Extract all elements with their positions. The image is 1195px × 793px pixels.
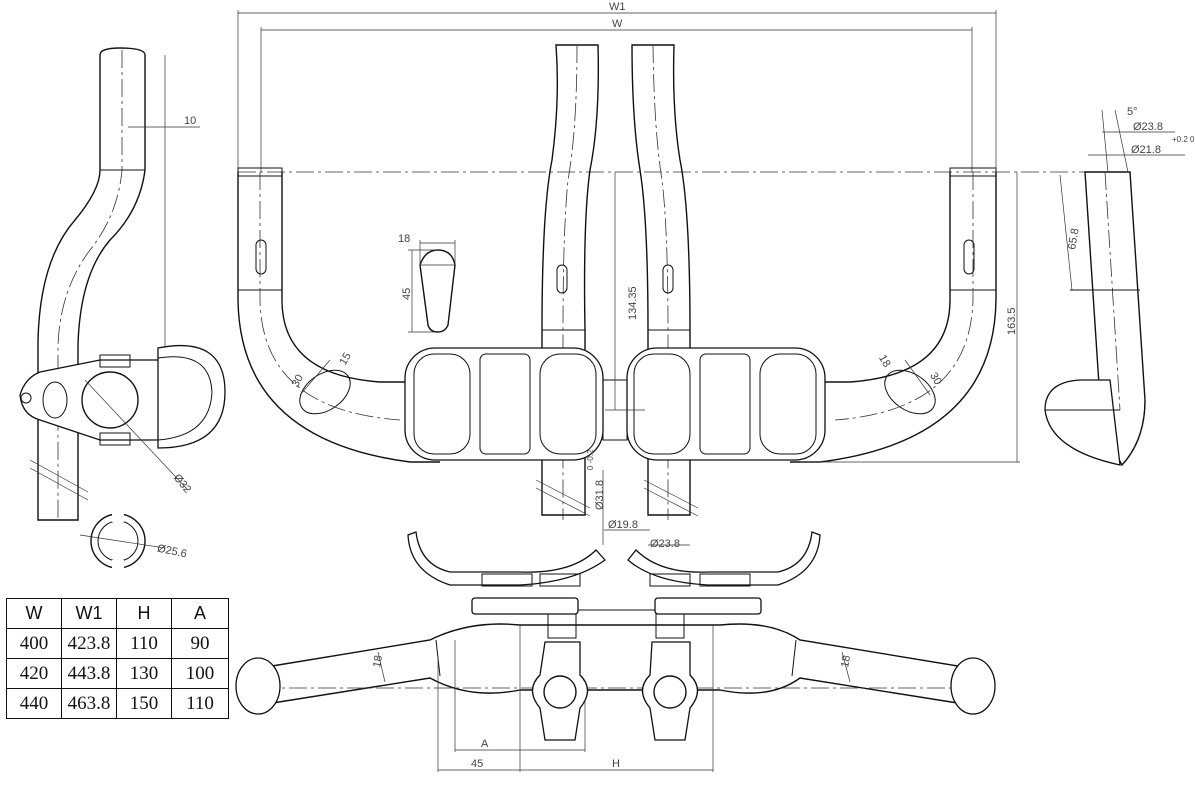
dim-19-8: Ø19.8: [608, 519, 638, 531]
dim-25-6: Ø25.6: [156, 543, 188, 561]
dim-21-8: Ø21.8: [1131, 144, 1161, 156]
tube-profile-insert: 18 45: [398, 233, 456, 333]
dim-134: 134.35: [627, 286, 639, 320]
cell-a: 90: [171, 628, 229, 659]
dim-45-insert: 45: [401, 288, 413, 300]
cell-w: 420: [6, 658, 62, 689]
cell-a: 100: [171, 658, 229, 689]
dim-w1-label: W1: [609, 1, 626, 13]
col-header-h: H: [116, 598, 172, 629]
dim-45-bottom: 45: [471, 758, 483, 770]
dim-15: 15: [337, 351, 354, 368]
cell-h: 150: [116, 688, 172, 719]
cell-h: 130: [116, 658, 172, 689]
cell-w1: 463.8: [61, 688, 117, 719]
dim-23-8-right: Ø23.8: [1133, 121, 1163, 133]
cell-w1: 443.8: [61, 658, 117, 689]
dim-10: 10: [184, 115, 196, 127]
table-row: 440 463.8 150 110: [6, 688, 229, 719]
size-spec-table: W W1 H A 400 423.8 110 90 420 443.8 130 …: [6, 598, 229, 719]
cell-w: 400: [6, 628, 62, 659]
cell-w: 440: [6, 688, 62, 719]
dim-18-right-drop: 18: [876, 353, 893, 370]
dim-163: 163.5: [1006, 307, 1018, 335]
dim-w-label: W: [612, 18, 623, 30]
dim-65-8: 65.8: [1066, 227, 1082, 250]
dim-18-insert: 18: [398, 233, 410, 245]
dim-5-deg: 5°: [1127, 106, 1138, 118]
dim-h: H: [612, 758, 620, 770]
dim-a: A: [481, 738, 489, 750]
right-side-view: 5° Ø23.8 Ø21.8 +0.2 0 65.8: [1044, 106, 1195, 467]
col-header-w: W: [6, 598, 62, 629]
front-view: W1 W 30 15 18 30: [237, 1, 1085, 550]
dim-31-8: Ø31.8: [594, 480, 606, 510]
table-row: 400 423.8 110 90: [6, 628, 229, 659]
cell-h: 110: [116, 628, 172, 659]
cell-a: 110: [171, 688, 229, 719]
dim-23-8-bottom: Ø23.8: [650, 538, 680, 550]
dim-30-right: 30: [927, 370, 944, 387]
cell-w1: 423.8: [61, 628, 117, 659]
left-side-view: 10 Ø32 Ø25.6: [19, 47, 226, 570]
table-row: 420 443.8 130 100: [6, 658, 229, 689]
col-header-w1: W1: [61, 598, 117, 629]
dim-30-left: 30: [290, 373, 307, 390]
top-view: 18 18 A 45 H: [235, 531, 996, 772]
dim-31-8-tol: 0 -0.2: [586, 449, 595, 470]
table-header-row: W W1 H A: [6, 598, 229, 629]
col-header-a: A: [171, 598, 229, 629]
dim-18-top-left: 18: [371, 654, 385, 668]
dim-18-top-right: 18: [839, 654, 853, 668]
dim-21-8-tol: +0.2 0: [1172, 135, 1195, 144]
